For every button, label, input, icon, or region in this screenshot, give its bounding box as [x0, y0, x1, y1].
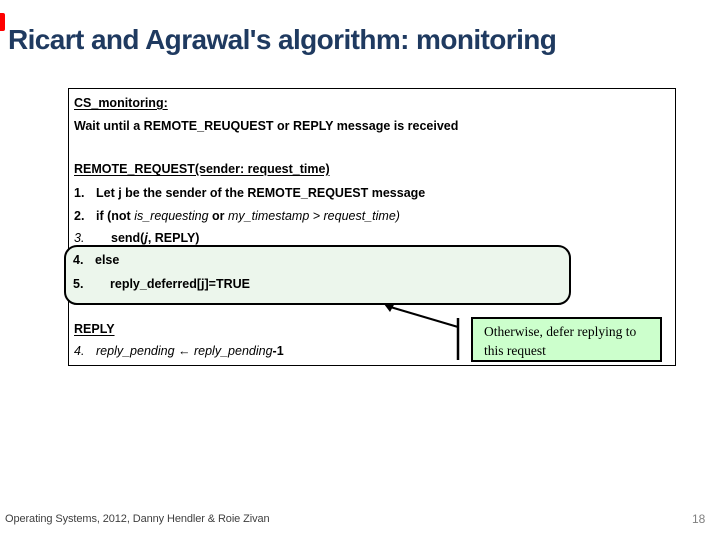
wait-line: Wait until a REMOTE_REUQUEST or REPLY me…	[74, 119, 459, 133]
callout-leader-line	[384, 303, 460, 360]
step-number: 1.	[74, 186, 85, 200]
var-reply-pending: reply_pending	[96, 344, 179, 358]
code-step-1: 1. Let j be the sender of the REMOTE_REQU…	[74, 186, 425, 200]
remote-request-heading: REMOTE_REQUEST(sender: request_time)	[74, 162, 330, 176]
var-j: j	[144, 231, 148, 245]
step-number: 5.	[73, 277, 84, 291]
code-reply-step-4: 4. reply_pending ← reply_pending-1	[74, 344, 284, 358]
code-step-2: 2. if (not is_requesting or my_timestamp …	[74, 209, 400, 223]
step-text: Let j be the sender of the REMOTE_REQUES…	[96, 186, 426, 200]
step-number: 2.	[74, 209, 85, 223]
step-number: 4.	[74, 344, 85, 358]
cs-monitoring-label: CS_monitoring:	[74, 96, 168, 110]
footer-credit: Operating Systems, 2012, Danny Hendler &…	[5, 513, 270, 525]
slide-title: Ricart and Agrawal's algorithm: monitori…	[8, 24, 557, 55]
var-timestamp-condition: my_timestamp > request_time)	[228, 209, 400, 223]
step-text: send(j, REPLY)	[111, 231, 200, 245]
step-text: reply_pending ← reply_pending-1	[96, 344, 284, 358]
step-text: if (not is_requesting or my_timestamp > …	[96, 209, 400, 223]
code-step-4: 4. else	[73, 253, 119, 267]
code-step-5: 5. reply_deferred[j]=TRUE	[73, 277, 250, 291]
step-text: reply_deferred[j]=TRUE	[110, 277, 250, 291]
pseudocode-box: CS_monitoring: Wait until a REMOTE_REUQU…	[64, 88, 676, 366]
var-is-requesting: is_requesting	[134, 209, 209, 223]
highlight-rounded-rect: 4. else 5. reply_deferred[j]=TRUE	[64, 245, 571, 305]
left-arrow-icon: ←	[178, 344, 191, 358]
slide-accent-bar	[0, 13, 5, 31]
callout-note: Otherwise, defer replying to this reques…	[471, 317, 662, 362]
step-number: 4.	[73, 253, 84, 267]
reply-heading: REPLY	[74, 322, 115, 336]
reply-label: REPLY	[74, 322, 115, 336]
step-number: 3.	[74, 231, 85, 245]
code-step-3: 3. send(j, REPLY)	[74, 231, 199, 245]
page-number: 18	[692, 512, 706, 526]
step-text: else	[95, 253, 120, 267]
cs-monitoring-heading: CS_monitoring:	[74, 96, 168, 110]
remote-request-label: REMOTE_REQUEST(sender: request_time)	[74, 162, 330, 176]
var-reply-pending: reply_pending	[190, 344, 273, 358]
